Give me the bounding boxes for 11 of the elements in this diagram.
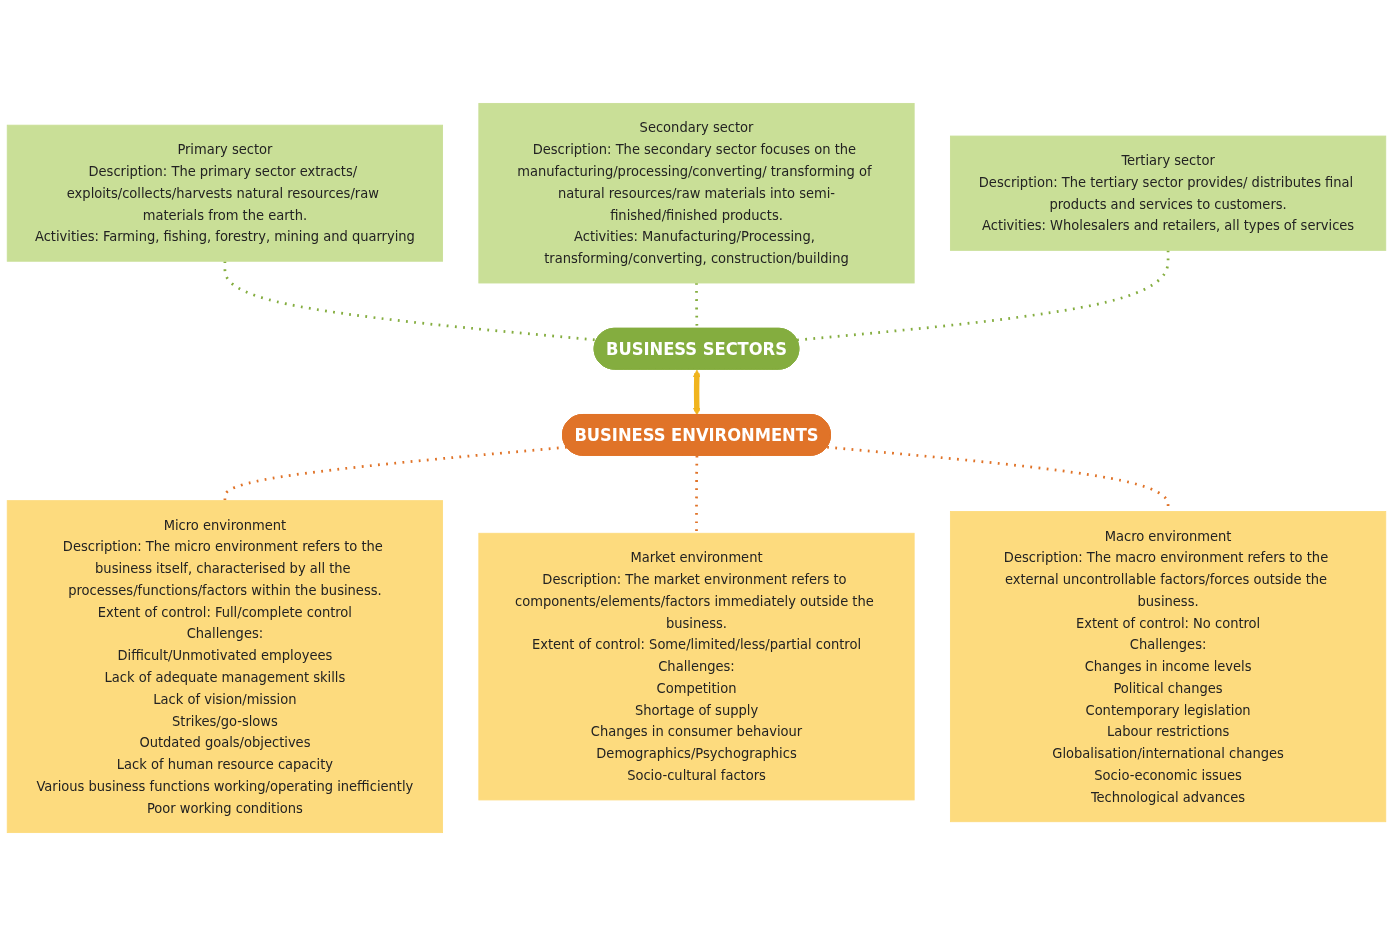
- arrow: [692, 369, 701, 416]
- node-box: Market environment Description: The market environment refers to components/elements/factors immediately outside the business. Extent of control: Some/limited/less/partial control Challenges: Competition Shortage of supply Changes in consumer behaviour Demographics/Psychographics Socio-cultural factors: [478, 532, 915, 801]
- node-box: Macro environment Description: The macro environment refers to the external uncontrollable factors/forces outside the business. Extent of control: No control Challenges: Changes in income levels Political changes Contemporary legislation Labour restrictions Globalisation/international changes Socio-economic issues Technological advances: [949, 511, 1387, 823]
- node-box: Primary sector Description: The primary sector extracts/ exploits/collects/harvests natural resources/raw materials from the earth. Activities: Farming, fishing, forestry, mining and quarrying: [6, 124, 444, 262]
- node-box: Micro environment Description: The micro environment refers to the business itself, characterised by all the processes/functions/factors within the business. Extent of control: Full/complete control Challenges: Difficult/Unmotivated employees Lack of adequate management skills Lack of vision/mission Strikes/go-slows Outdated goals/objectives Lack of human resource capacity Various business functions working/operating inefficiently Poor working conditions: [6, 500, 444, 834]
- connector: [695, 455, 699, 534]
- node-box: Tertiary sector Description: The tertiary sector provides/ distributes final products and services to customers. Activities: Wholesalers and retailers, all types of services: [949, 135, 1387, 251]
- connector: [223, 445, 567, 501]
- node-box: Secondary sector Description: The secondary sector focuses on the manufacturing/processing/converting/ transforming of natural resources/raw materials into semi-finished/finished products. Activities: Manufacturing/Processing, transforming/converting, construction/building: [478, 102, 915, 284]
- connector: [695, 283, 699, 329]
- connector: [797, 250, 1170, 342]
